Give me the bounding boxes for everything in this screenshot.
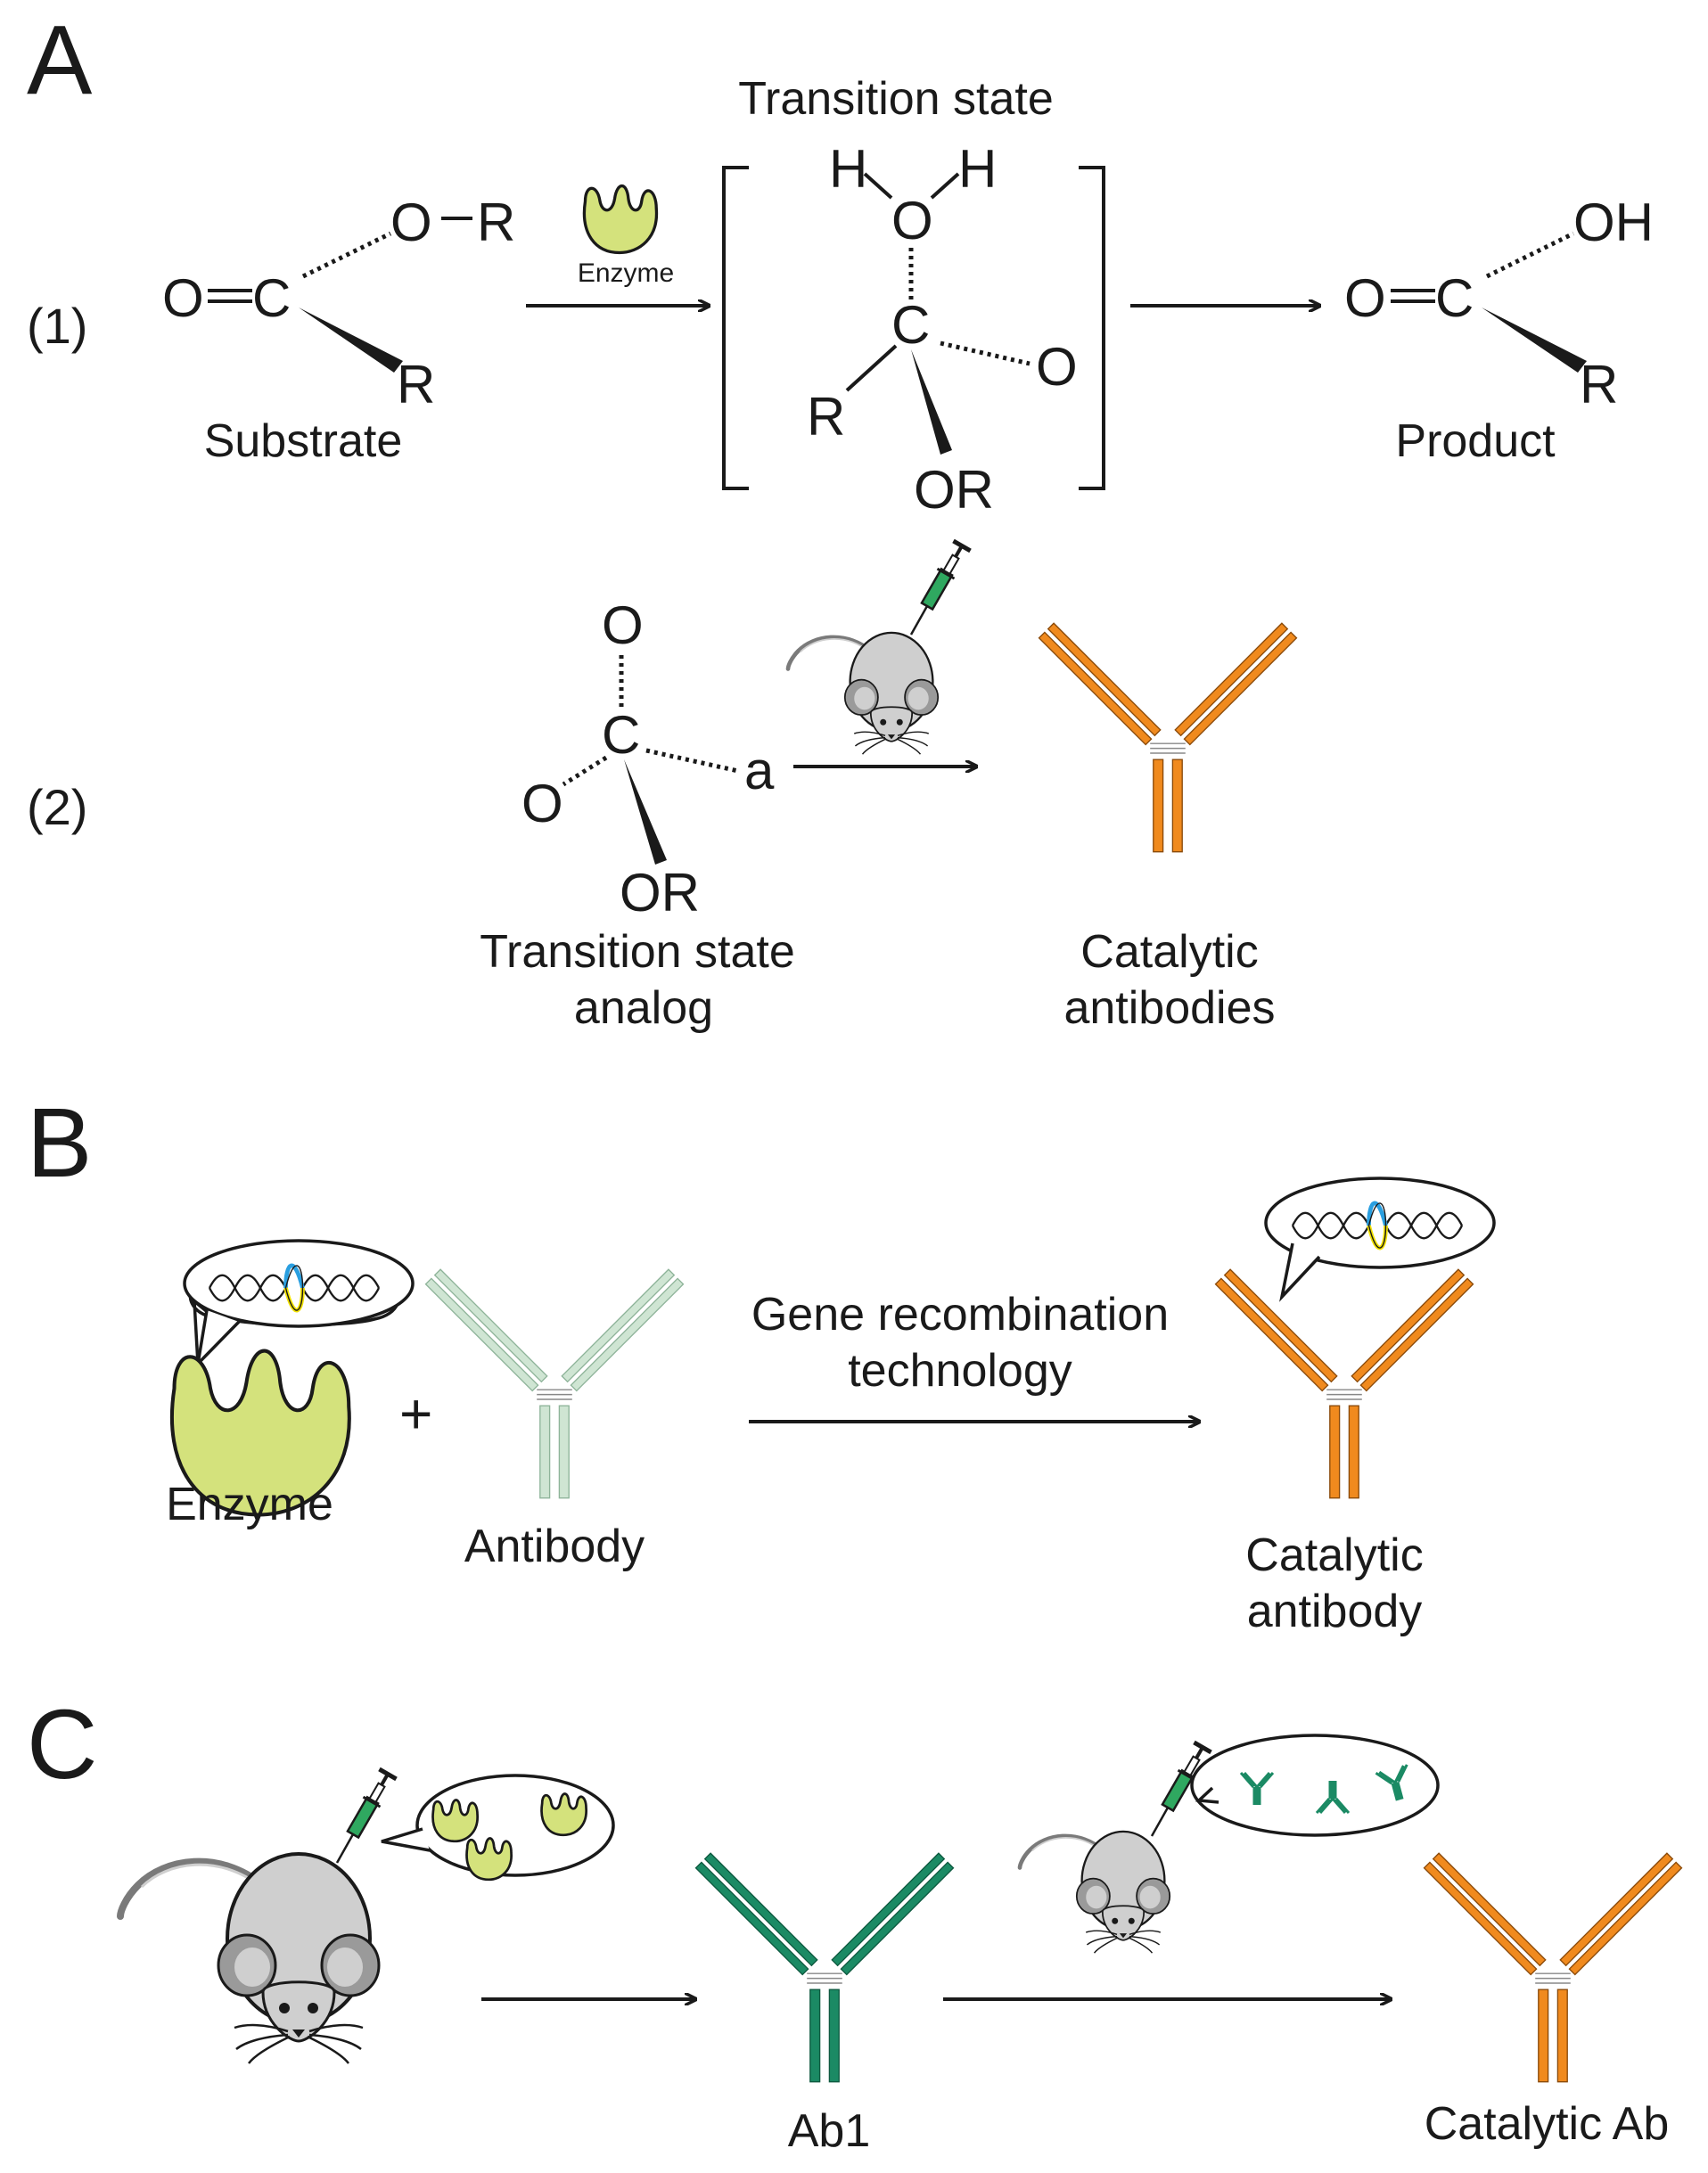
catalytic-ab-label: Catalytic Ab <box>1425 2098 1670 2150</box>
atom-h: H <box>958 139 997 199</box>
substrate-label: Substrate <box>204 415 403 467</box>
atom-c: C <box>252 268 291 328</box>
antibody-label: Antibody <box>464 1521 645 1572</box>
speech-bubble <box>1190 1734 1440 1837</box>
ab1-label: Ab1 <box>788 2105 871 2157</box>
tsa-label-line2: analog <box>574 982 713 1034</box>
catalytic-antibody-line1: Catalytic <box>1245 1529 1423 1581</box>
catalytic-ab-icon <box>1423 1852 1683 2083</box>
atom-c: C <box>602 705 640 765</box>
mouse-icon <box>120 1854 379 2063</box>
atom-r: R <box>807 387 845 447</box>
plus-sign: + <box>399 1382 432 1446</box>
atom-o: O <box>1036 337 1078 397</box>
catalytic-antibody-icon <box>1214 1268 1474 1499</box>
atom-o: O <box>390 193 432 252</box>
atom-o: O <box>162 268 204 328</box>
mouse-icon <box>788 633 938 754</box>
atom-r: R <box>397 355 435 414</box>
ab1-icon <box>694 1852 955 2083</box>
bracket-right <box>1079 166 1105 490</box>
speech-bubble <box>183 1239 415 1328</box>
atom-c: C <box>1435 268 1474 328</box>
atom-r: R <box>1580 355 1618 414</box>
mouse-icon <box>1020 1832 1170 1953</box>
arrow-label-line2: technology <box>848 1345 1072 1397</box>
atom-r: R <box>477 193 515 252</box>
antibody-icon <box>424 1268 685 1499</box>
enzyme-icon <box>540 1792 588 1837</box>
catalytic-antibodies-line2: antibodies <box>1063 982 1275 1034</box>
atom-or: OR <box>620 863 700 922</box>
atom-c: C <box>891 295 930 355</box>
enzyme-icon <box>465 1837 513 1882</box>
step-label-2: (2) <box>27 779 87 835</box>
enzyme-small-label: Enzyme <box>578 258 674 288</box>
catalytic-antibody-icon <box>1038 622 1298 853</box>
panel-label-b: B <box>27 1088 92 1198</box>
tsa-label-line1: Transition state <box>480 926 795 978</box>
enzyme-icon <box>431 1799 480 1843</box>
substrate-structure: O C O R R <box>162 193 515 414</box>
transition-state-structure: H H O C O R OR <box>807 139 1078 520</box>
enzyme-icon <box>582 184 659 255</box>
bracket-left <box>722 166 749 490</box>
atom-o: O <box>1344 268 1386 328</box>
panel-label-c: C <box>27 1690 97 1800</box>
catalytic-antibodies-line1: Catalytic <box>1080 926 1258 978</box>
atom-o: O <box>602 595 644 655</box>
atom-or: OR <box>914 460 994 520</box>
catalytic-antibody-line2: antibody <box>1247 1586 1423 1637</box>
transition-state-title: Transition state <box>738 73 1054 125</box>
transition-state-analog-structure: O C a O OR <box>521 595 775 922</box>
product-structure: O C OH R <box>1344 193 1654 414</box>
product-label: Product <box>1395 415 1556 467</box>
atom-o: O <box>521 774 563 833</box>
atom-o: O <box>891 191 933 250</box>
arrow-label-line1: Gene recombination <box>751 1289 1169 1341</box>
enzyme-label: Enzyme <box>166 1479 333 1530</box>
atom-a: a <box>744 741 775 800</box>
atom-oh: OH <box>1573 193 1654 252</box>
syringe-icon <box>337 1769 397 1863</box>
syringe-icon <box>911 541 971 635</box>
panel-label-a: A <box>27 5 93 115</box>
atom-h: H <box>829 139 867 199</box>
speech-bubble <box>1264 1177 1496 1269</box>
step-label-1: (1) <box>27 298 87 354</box>
